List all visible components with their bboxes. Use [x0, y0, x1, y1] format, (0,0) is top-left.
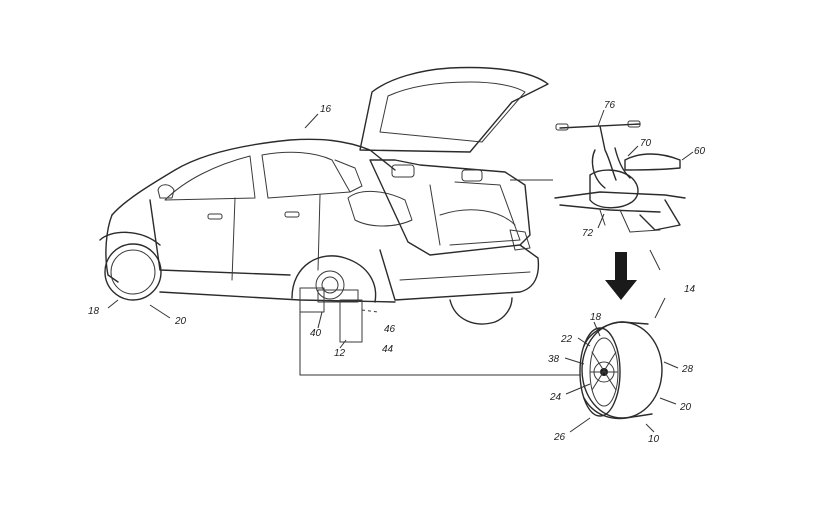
- ref-28: 28: [681, 364, 694, 375]
- ref-44: 44: [382, 344, 394, 355]
- ref-20-left: 20: [174, 316, 187, 327]
- ref-22: 22: [560, 334, 573, 345]
- ref-46: 46: [384, 324, 396, 335]
- ref-40: 40: [310, 328, 322, 339]
- ref-70: 70: [640, 138, 652, 149]
- ref-26: 26: [553, 432, 566, 443]
- ref-20-wheel: 20: [679, 402, 692, 413]
- unicycle: [554, 120, 686, 233]
- ref-10: 10: [648, 434, 660, 445]
- ref-16: 16: [320, 104, 332, 115]
- ref-12: 12: [334, 348, 346, 359]
- ref-24: 24: [549, 392, 562, 403]
- ref-14: 14: [684, 284, 696, 295]
- reference-numerals: 16 76 70 60 72 14 18 20 40 46 12 44 18 2…: [88, 100, 706, 445]
- ref-72: 72: [582, 228, 594, 239]
- ref-38: 38: [548, 354, 560, 365]
- connector-lines: [299, 179, 580, 376]
- wheel-assembly: [579, 321, 663, 420]
- ref-18-wheel: 18: [590, 312, 602, 323]
- down-arrow: [605, 252, 637, 300]
- ref-76: 76: [604, 100, 616, 111]
- car-body: [99, 66, 549, 343]
- ref-60: 60: [694, 146, 706, 157]
- ref-18-left: 18: [88, 306, 100, 317]
- leader-lines: [107, 109, 694, 433]
